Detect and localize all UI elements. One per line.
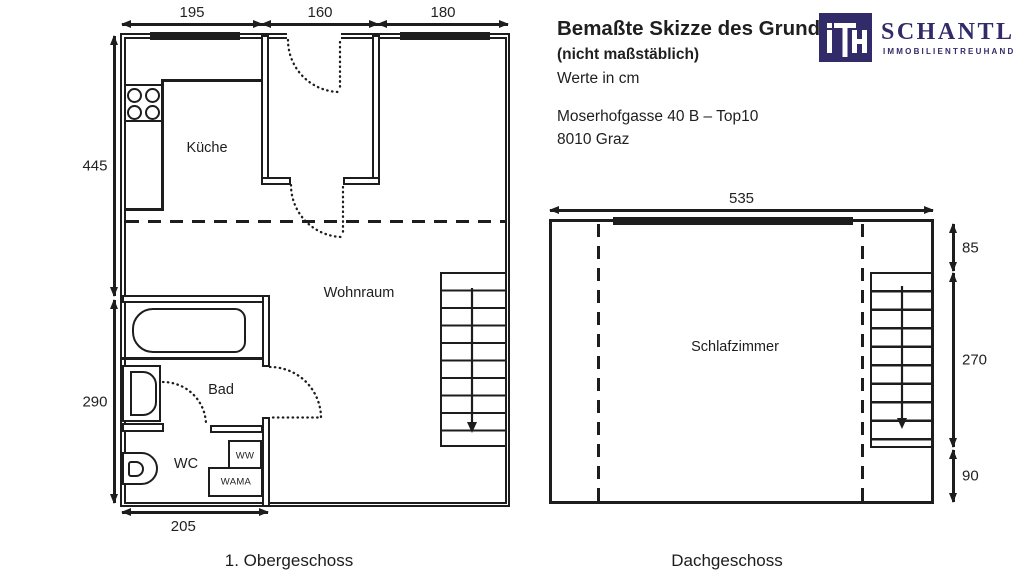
dimension-label: 535 (728, 189, 755, 207)
stairs-attic (870, 272, 932, 448)
washing-machine-label: WAMA (220, 476, 252, 488)
room-label-wc: WC (173, 456, 199, 472)
dim-arrowhead-left (261, 19, 271, 28)
address-line-1: Moserhofgasse 40 B – Top10 (557, 108, 759, 125)
room-label-bad: Bad (208, 382, 234, 398)
dimension-label: 445 (82, 157, 108, 175)
dimension-bottom-205: 205 (121, 507, 269, 535)
dim-arrowhead-right (253, 19, 263, 28)
kitchen-counter-edge (124, 208, 164, 211)
washbasin (130, 371, 157, 416)
kitchen-counter-edge (163, 79, 262, 82)
stove-burner (145, 105, 160, 120)
dimension-top-180: 180 (377, 4, 509, 28)
dashed-divider-line (126, 220, 507, 223)
bathroom-wall-right (262, 295, 270, 367)
bathtub (132, 308, 246, 353)
stove-burner (127, 105, 142, 120)
bathtub-niche-edge (122, 357, 264, 360)
toilet-cistern (128, 461, 144, 477)
bathroom-wall-top (122, 295, 270, 303)
washbasin-wall (122, 423, 164, 432)
dim-arrowhead-down (109, 494, 118, 504)
window-segment (150, 32, 240, 40)
dimension-label: 270 (962, 351, 988, 369)
wc-wall-top (210, 425, 263, 433)
ith-logo-icon (819, 13, 872, 62)
dim-arrowhead-left (121, 507, 131, 516)
dimension-right-85: 85 (948, 223, 979, 272)
dimension-top-195: 195 (121, 4, 263, 28)
stairs-upper-floor (440, 272, 506, 447)
dimension-label: 160 (307, 3, 333, 21)
dimension-label: 290 (82, 393, 108, 410)
stove-burner (145, 88, 160, 103)
dim-arrowhead-right (499, 19, 509, 28)
caption-dachgeschoss: Dachgeschoss (671, 551, 783, 570)
dim-arrowhead-left (377, 19, 387, 28)
room-label-kueche: Küche (186, 140, 228, 156)
dimension-label: 195 (179, 3, 205, 21)
dim-arrowhead-up (948, 272, 957, 282)
dim-arrowhead-down (948, 262, 957, 272)
dim-arrowhead-right (259, 507, 269, 516)
logo-tagline: IMMOBILIENTREUHAND (883, 47, 1016, 56)
dim-arrowhead-up (948, 449, 957, 459)
wc-wall-right (262, 417, 270, 507)
washing-machine-box (208, 467, 263, 497)
dim-arrowhead-left (549, 205, 559, 214)
dim-arrowhead-down (109, 287, 118, 297)
dimension-label: 85 (962, 239, 979, 256)
dimension-right-90: 90 (948, 449, 979, 503)
dim-arrowhead-down (948, 493, 957, 503)
room-label-wohnraum: Wohnraum (323, 285, 395, 301)
kitchen-counter-edge (161, 79, 164, 211)
corridor-wall-right-foot (343, 177, 380, 185)
knee-wall-dashed-line (861, 224, 864, 501)
address-line-2: 8010 Graz (557, 131, 630, 148)
window-segment (400, 32, 490, 40)
dim-arrowhead-up (109, 299, 118, 309)
page-title: Bemaßte Skizze des Grund (557, 17, 821, 40)
dimension-left-290: 290 (82, 299, 118, 504)
room-label-schlafzimmer: Schlafzimmer (691, 339, 779, 355)
dimension-label: 205 (170, 518, 196, 535)
dim-arrowhead-right (369, 19, 379, 28)
dim-arrowhead-left (121, 19, 131, 28)
caption-obergeschoss: 1. Obergeschoss (224, 551, 354, 570)
knee-wall-dashed-line (597, 224, 600, 501)
stove-burner (127, 88, 142, 103)
water-heater-box (228, 440, 262, 472)
logo-company-name: SCHANTL (881, 19, 1015, 45)
dim-arrowhead-down (948, 438, 957, 448)
dimension-top-535: 535 (549, 190, 934, 214)
window-segment (613, 217, 853, 225)
scale-note: (nicht maßstäblich) (557, 46, 700, 63)
corridor-wall-right (372, 35, 380, 184)
dim-arrowhead-right (924, 205, 934, 214)
unit-note: Werte in cm (557, 70, 640, 87)
corridor-wall-left (261, 35, 269, 184)
corridor-wall-left-foot (261, 177, 291, 185)
dimension-label: 90 (962, 467, 979, 485)
dimension-top-160: 160 (261, 4, 379, 28)
entry-door-opening (287, 30, 341, 43)
water-heater-label: WW (235, 450, 255, 462)
dim-arrowhead-up (109, 35, 118, 45)
dimension-right-270: 270 (948, 272, 987, 448)
ith-monogram-icon (819, 13, 872, 62)
dimension-left-445: 445 (82, 35, 118, 297)
dimension-label: 180 (430, 3, 456, 21)
dim-arrowhead-up (948, 223, 957, 233)
